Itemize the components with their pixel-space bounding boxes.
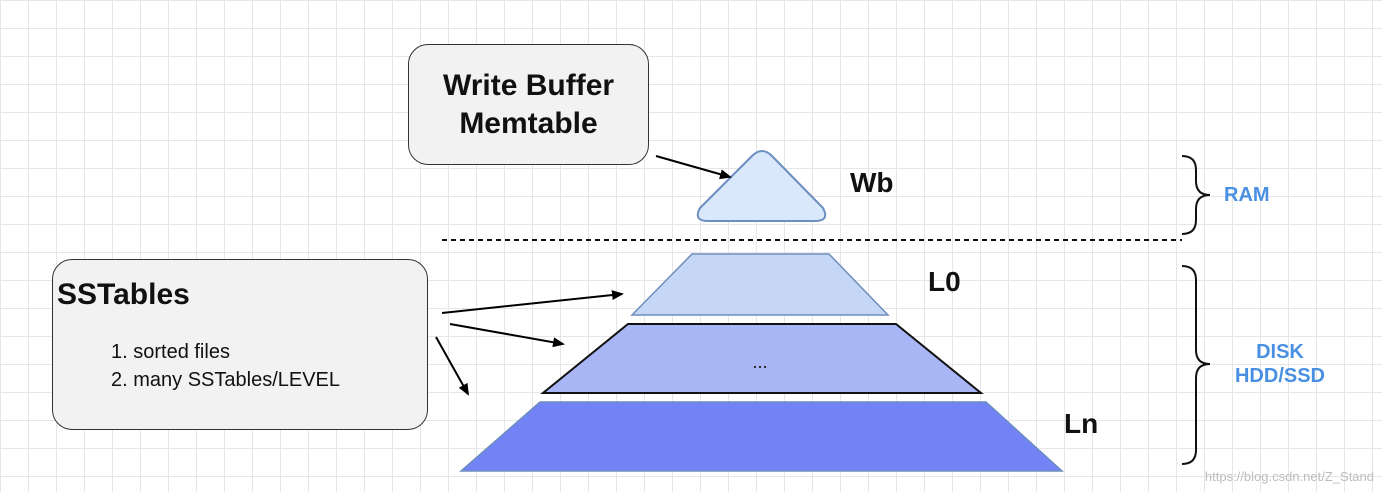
level-middle-trapezoid [540, 323, 984, 394]
ram-label: RAM [1224, 184, 1270, 206]
disk-label-line2: HDD/SSD [1234, 365, 1325, 387]
disk-label-line1: DISK [1256, 341, 1304, 363]
level-l0-trapezoid [630, 253, 890, 316]
write-buffer-triangle [696, 150, 827, 222]
level-middle-label: ... [752, 352, 767, 372]
sstables-title: SSTables [57, 278, 190, 311]
ram-brace [1181, 155, 1211, 235]
write-buffer-memtable-box: Write Buffer Memtable [408, 44, 649, 165]
level-l0-label: L0 [928, 266, 961, 297]
sstables-item-many-per-level: 2. many SSTables/LEVEL [111, 369, 341, 391]
disk-brace [1181, 265, 1211, 465]
arrow-sstables-to-ln [435, 336, 469, 396]
level-ln-trapezoid [459, 401, 1064, 472]
level-wb-label: Wb [850, 167, 894, 198]
sstables-list: 1. sorted files 2. many SSTables/LEVEL [111, 338, 340, 394]
write-buffer-label: Write Buffer [442, 68, 615, 102]
watermark-text: https://blog.csdn.net/Z_Stand [1204, 469, 1374, 484]
arrow-memtable-to-wb [655, 155, 732, 180]
arrow-sstables-to-middle [449, 323, 565, 348]
disk-label: DISK HDD/SSD [1224, 340, 1336, 388]
arrow-sstables-to-l0 [441, 290, 624, 314]
sstables-item-sorted-files: 1. sorted files [111, 341, 230, 363]
level-ln-label: Ln [1064, 408, 1099, 439]
memtable-label: Memtable [459, 106, 598, 140]
sstables-box: SSTables 1. sorted files 2. many SSTable… [52, 259, 428, 430]
